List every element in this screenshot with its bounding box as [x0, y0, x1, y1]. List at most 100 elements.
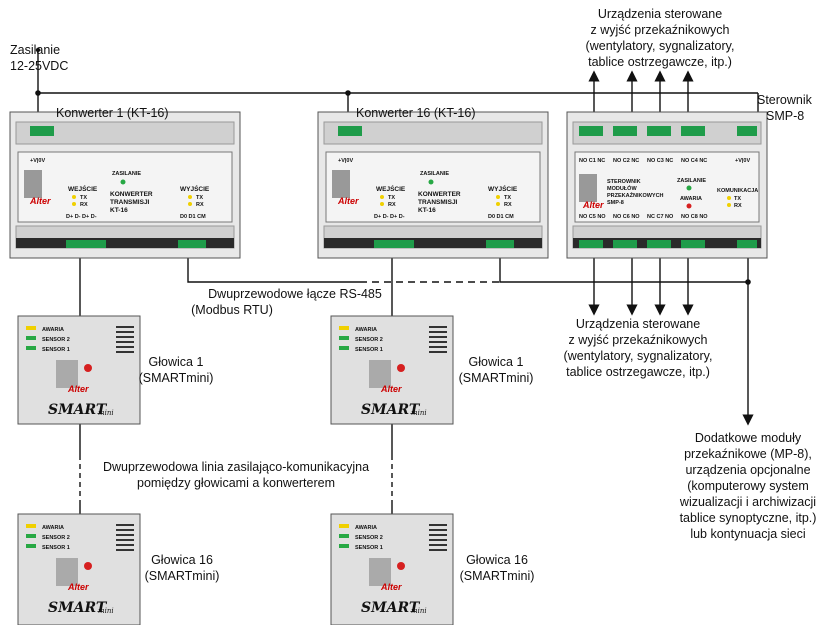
vent-slots — [429, 326, 447, 353]
led-tx-in — [380, 195, 384, 199]
led-label-2: SENSOR 2 — [42, 535, 70, 541]
input-label: WEJŚCIE — [68, 184, 98, 193]
led-label-3: SENSOR 1 — [355, 545, 383, 551]
alter-logo-dot — [84, 562, 92, 570]
led-label-3: SENSOR 1 — [42, 347, 70, 353]
junction-dot — [35, 90, 41, 96]
alter-logo-bars — [369, 558, 391, 586]
converter-name-1: KONWERTER — [110, 191, 153, 198]
head-label-line-1: Głowica 1 — [149, 355, 204, 369]
led-tx — [727, 196, 731, 200]
led-rx-in — [72, 202, 76, 206]
converter-1-title: Konwerter 1 (KT-16) — [56, 106, 169, 120]
terminal-block — [681, 240, 705, 248]
terminal-block — [681, 126, 705, 136]
relay-label-8: NO C8 NO — [681, 214, 708, 220]
power-supply-label-2: 12-25VDC — [10, 59, 68, 73]
input-label: WEJŚCIE — [376, 184, 406, 193]
head-1-left: AWARIA SENSOR 2 SENSOR 1 Alter SMART min… — [17, 315, 141, 425]
alter-logo-dot — [84, 364, 92, 372]
led-sensor2 — [26, 534, 36, 538]
led-label-1: AWARIA — [355, 525, 377, 531]
module-face — [574, 151, 760, 223]
led-label-2: SENSOR 2 — [355, 535, 383, 541]
power-label: ZASILANIE — [112, 171, 141, 177]
tx-label: TX — [734, 196, 741, 202]
rx-label: RX — [196, 202, 204, 208]
power-label: ZASILANIE — [420, 171, 449, 177]
converter-name-3: KT-16 — [110, 207, 128, 214]
led-sensor1 — [339, 544, 349, 548]
terminal-strip — [16, 238, 234, 248]
junction-dot — [345, 90, 351, 96]
terminal-block — [486, 240, 514, 248]
smart-brand: SMART — [361, 600, 421, 616]
tx-label: TX — [196, 195, 203, 201]
smart-brand: SMART — [361, 402, 421, 418]
controller-name-2: MODUŁÓW — [607, 184, 637, 192]
line-label-1: Dwuprzewodowa linia zasilająco-komunikac… — [103, 460, 369, 474]
led-sensor2 — [339, 534, 349, 538]
terminal-label-data-out: D0 D1 CM — [488, 214, 514, 220]
led-tx-out — [188, 195, 192, 199]
vent-slots — [116, 524, 134, 551]
led-rx-out — [188, 202, 192, 206]
relay-label-2: NO C2 NC — [613, 158, 639, 164]
led-label-1: AWARIA — [355, 327, 377, 333]
head-body — [17, 513, 141, 626]
terminal-block — [737, 240, 757, 248]
head-label-line-1: Głowica 16 — [151, 553, 213, 567]
terminal-block — [30, 126, 54, 136]
extra-modules-label: Dodatkowe moduły przekaźnikowe (MP-8), u… — [679, 431, 817, 541]
devices-top-line-4: tablice ostrzegawcze, itp.) — [588, 55, 732, 69]
extra-line-4: (komputerowy system — [687, 479, 809, 493]
head-body — [330, 513, 454, 626]
alarm-label: AWARIA — [680, 196, 702, 202]
alter-logo: Alter — [29, 196, 51, 206]
tx-label: TX — [504, 195, 511, 201]
wires — [37, 50, 759, 514]
terminal-block — [374, 240, 414, 248]
alter-logo-bars — [24, 170, 42, 198]
devices-top-line-3: (wentylatory, sygnalizatory, — [586, 39, 735, 53]
devices-top-line-1: Urządzenia sterowane — [598, 7, 722, 21]
head-body — [17, 315, 141, 425]
smart-brand-sub: mini — [98, 409, 114, 417]
led-power — [428, 179, 434, 185]
tx-label: TX — [388, 195, 395, 201]
terminal-label-data-in: D+ D- D+ D- — [66, 214, 97, 220]
smart-brand-sub: mini — [98, 607, 114, 615]
head-16-left-label: Głowica 16 (SMARTmini) — [145, 553, 220, 583]
led-alarm — [686, 203, 692, 209]
head-16-left: AWARIA SENSOR 2 SENSOR 1 Alter SMART min… — [17, 513, 141, 626]
led-alarm — [339, 326, 349, 330]
alter-logo-bars — [56, 558, 78, 586]
converter-1: Alter +V|0V WEJŚCIE TX RX ZASILANIE KONW… — [9, 111, 241, 259]
controller-name-3: PRZEKAŹNIKOWYCH — [607, 191, 664, 199]
head-label-line-2: (SMARTmini) — [139, 371, 214, 385]
controller-name-1: STEROWNIK — [607, 179, 641, 185]
extra-line-1: Dodatkowe moduły — [695, 431, 802, 445]
controller-smp8: NO C1 NC NO C2 NC NO C3 NC NO C4 NC +V|0… — [566, 111, 768, 259]
led-rx-in — [380, 202, 384, 206]
terminal-block — [613, 240, 637, 248]
terminal-block — [613, 126, 637, 136]
head-label-line-2: (SMARTmini) — [145, 569, 220, 583]
relay-label-7: NC C7 NO — [647, 214, 674, 220]
terminal-label-data-in: D+ D- D+ D- — [374, 214, 405, 220]
alter-logo: Alter — [337, 196, 359, 206]
led-alarm — [339, 524, 349, 528]
converter-name-1: KONWERTER — [418, 191, 461, 198]
devices-bottom-line-1: Urządzenia sterowane — [576, 317, 700, 331]
led-label-2: SENSOR 2 — [355, 337, 383, 343]
devices-top-line-2: z wyjść przekaźnikowych — [591, 23, 730, 37]
alter-logo-bars — [56, 360, 78, 388]
extra-line-3: urządzenia opcjonalne — [685, 463, 810, 477]
head-1-right: AWARIA SENSOR 2 SENSOR 1 Alter SMART min… — [330, 315, 454, 425]
led-rx-out — [496, 202, 500, 206]
rx-label: RX — [80, 202, 88, 208]
relay-label-1: NO C1 NC — [579, 158, 605, 164]
devices-bottom-line-4: tablice ostrzegawcze, itp.) — [566, 365, 710, 379]
alter-logo-dot — [397, 562, 405, 570]
comm-label: KOMUNIKACJA — [717, 188, 758, 194]
